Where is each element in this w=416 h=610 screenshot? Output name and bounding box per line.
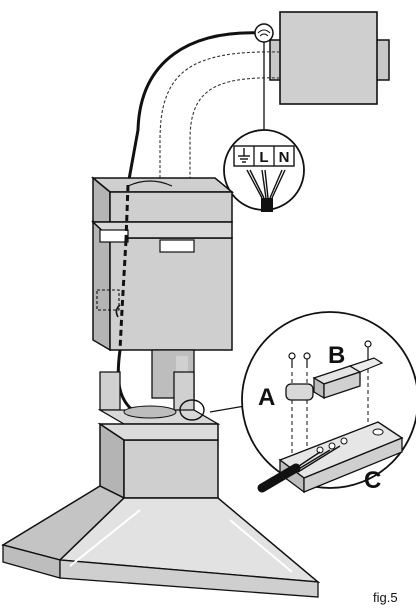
figure-caption: fig.5 xyxy=(373,590,398,605)
wall-junction-box xyxy=(269,11,390,105)
terminal-detail: L N xyxy=(223,129,305,212)
terminal-live-label: L xyxy=(259,149,268,166)
power-cable xyxy=(126,31,263,186)
wall-socket xyxy=(254,23,274,146)
terminal-wires xyxy=(246,169,286,199)
label-b: B xyxy=(328,342,345,369)
label-a: A xyxy=(258,384,275,411)
connection-detail: A B C xyxy=(241,311,416,494)
lower-chimney xyxy=(91,220,233,352)
hood-frame xyxy=(97,371,221,425)
dotted-duct-path xyxy=(159,51,281,185)
hood-body xyxy=(1,422,321,598)
label-c: C xyxy=(364,467,381,494)
supply-cable xyxy=(257,445,341,493)
part-b xyxy=(312,357,384,400)
ground-symbol-icon xyxy=(238,148,250,163)
part-a xyxy=(285,383,314,401)
screw-icons xyxy=(288,340,372,368)
terminal-neutral-label: N xyxy=(279,149,290,166)
upper-chimney xyxy=(90,176,235,223)
